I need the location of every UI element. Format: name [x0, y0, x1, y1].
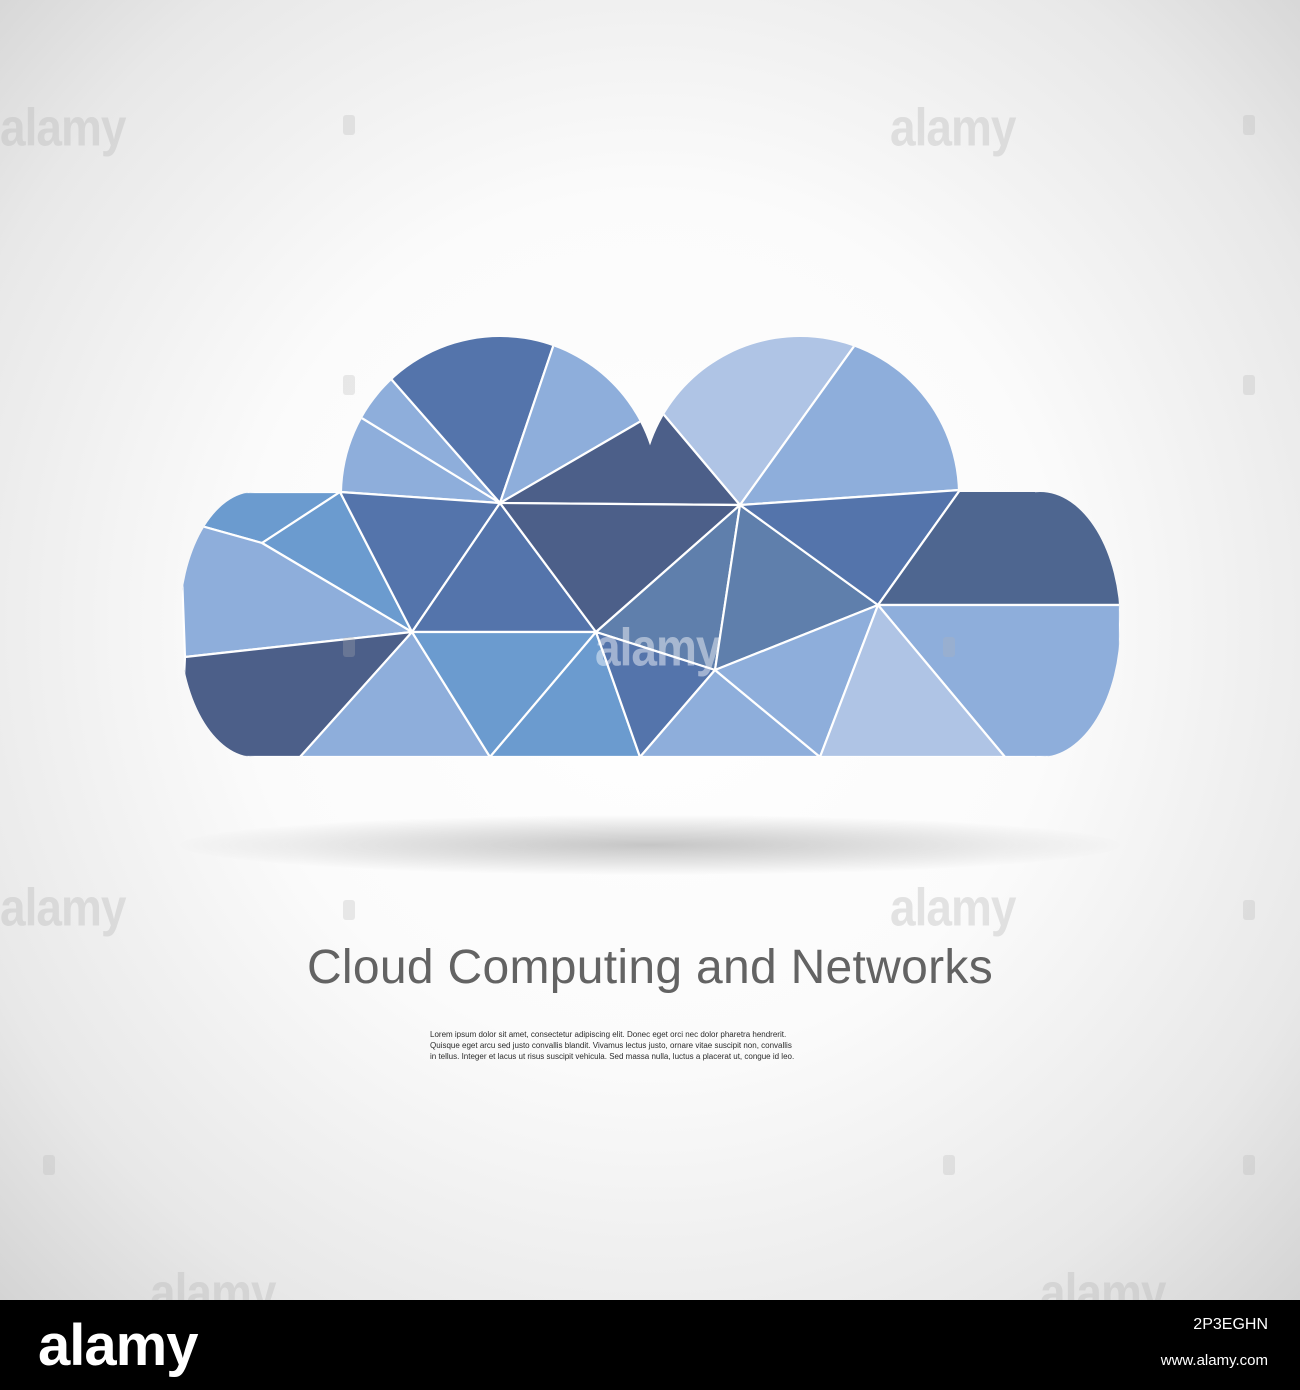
- watermark-mark-icon: [1243, 1155, 1255, 1175]
- watermark-text: alamy: [890, 877, 1016, 937]
- watermark-mark-icon: [1243, 900, 1255, 920]
- image-id-label: 2P3EGHN: [1193, 1316, 1268, 1333]
- watermark-mark-icon: [943, 637, 955, 657]
- watermark-mark-icon: [343, 637, 355, 657]
- cloud-shadow: [180, 815, 1120, 875]
- watermark-mark-icon: [943, 1155, 955, 1175]
- watermark-mark-icon: [343, 115, 355, 135]
- watermark-mark-icon: [43, 1155, 55, 1175]
- watermark-text: alamy: [595, 617, 721, 677]
- body-paragraph: Lorem ipsum dolor sit amet, consectetur …: [430, 1029, 875, 1062]
- body-line: in tellus. Integer et lacus ut risus sus…: [430, 1052, 795, 1061]
- watermark-text: alamy: [1040, 1262, 1166, 1300]
- cloud-graphic: [180, 337, 1120, 757]
- site-url-link[interactable]: www.alamy.com: [1160, 1352, 1268, 1369]
- body-line: Quisque eget arcu sed justo convallis bl…: [430, 1041, 792, 1050]
- cloud-facets: [180, 337, 1120, 757]
- watermark-mark-icon: [343, 900, 355, 920]
- watermark-mark-icon: [1243, 115, 1255, 135]
- footer-bar: alamy 2P3EGHN www.alamy.com: [0, 1300, 1300, 1390]
- watermark-mark-icon: [343, 375, 355, 395]
- watermark-text: alamy: [0, 97, 126, 157]
- watermark-text: alamy: [0, 877, 126, 937]
- watermark-mark-icon: [1243, 375, 1255, 395]
- page-title: Cloud Computing and Networks: [306, 941, 994, 994]
- facet: [818, 603, 1007, 757]
- watermark-text: alamy: [890, 97, 1016, 157]
- artwork-canvas: alamy alamy alamy alamy alamy alamy alam…: [0, 0, 1300, 1300]
- watermark-text: alamy: [150, 1262, 276, 1300]
- footer-logo[interactable]: alamy: [38, 1313, 198, 1378]
- body-line: Lorem ipsum dolor sit amet, consectetur …: [430, 1030, 787, 1039]
